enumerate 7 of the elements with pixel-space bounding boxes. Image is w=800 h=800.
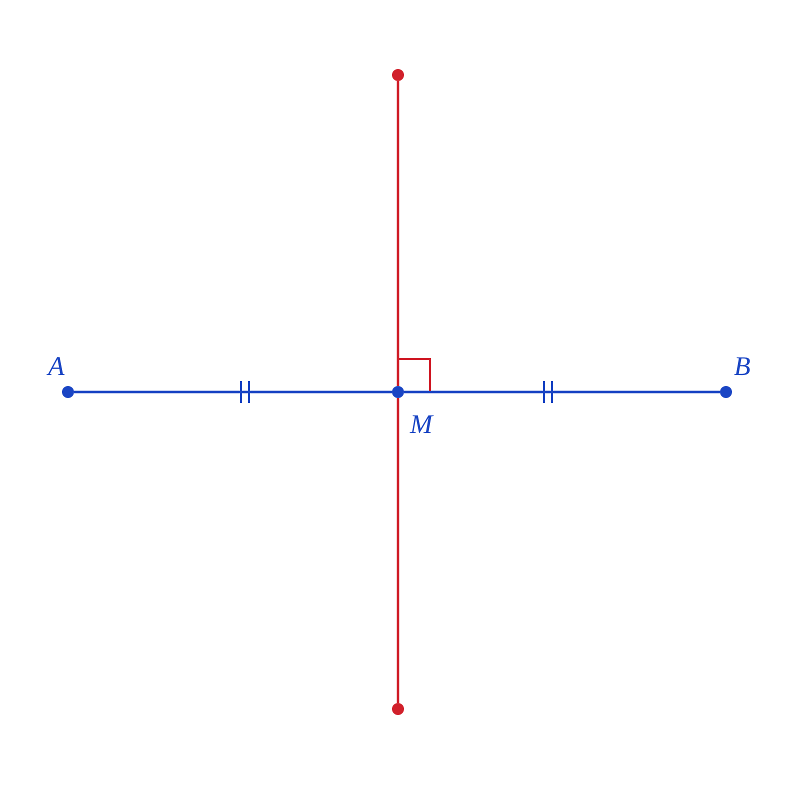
line-segment <box>396 81 400 386</box>
line-segment <box>396 398 400 703</box>
point-label: M <box>410 410 432 438</box>
point-label: B <box>734 352 750 380</box>
line-segment <box>74 390 392 394</box>
line-segment <box>404 390 720 394</box>
point-label: A <box>48 352 64 380</box>
